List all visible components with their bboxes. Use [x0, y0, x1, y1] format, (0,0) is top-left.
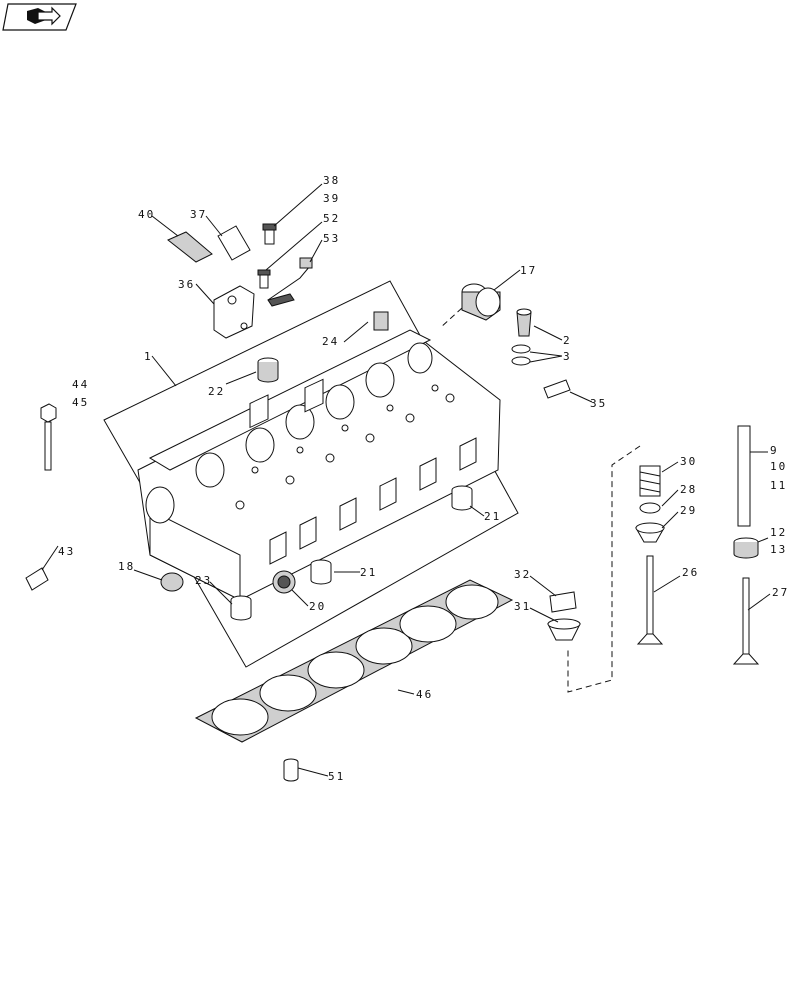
callout-28: 28 — [680, 483, 697, 496]
callout-10: 10 — [770, 460, 787, 473]
callout-13: 13 — [770, 543, 787, 556]
callout-1: 1 — [144, 350, 153, 363]
callout-37: 37 — [190, 208, 207, 221]
cylinder-head[interactable] — [137, 329, 501, 601]
valve-guide-9[interactable] — [737, 425, 751, 527]
callout-35: 35 — [590, 397, 607, 410]
head-gasket[interactable] — [194, 579, 514, 743]
screw-52[interactable] — [257, 269, 271, 289]
seal-31[interactable] — [547, 618, 581, 641]
callout-23: 23 — [195, 574, 212, 587]
callout-38: 38 — [323, 174, 340, 187]
dowel-51[interactable] — [283, 758, 299, 782]
callout-3: 3 — [563, 350, 572, 363]
callout-46: 46 — [416, 688, 433, 701]
callout-27: 27 — [772, 586, 789, 599]
sensor-53[interactable] — [267, 257, 313, 307]
book-arrow-icon — [27, 6, 61, 26]
sleeve-17[interactable] — [461, 283, 501, 321]
callout-18: 18 — [118, 560, 135, 573]
bushing-21b[interactable] — [310, 559, 332, 585]
housing-36[interactable] — [213, 285, 255, 339]
dowel-43[interactable] — [25, 567, 49, 591]
assembly-line-valve — [567, 445, 641, 693]
cap-32[interactable] — [549, 591, 577, 613]
callout-26: 26 — [682, 566, 699, 579]
callout-51: 51 — [328, 770, 345, 783]
callout-39: 39 — [323, 192, 340, 205]
callout-21b: 21 — [360, 566, 377, 579]
rotator-29[interactable] — [635, 522, 665, 543]
bushing-21a[interactable] — [451, 485, 473, 511]
o-rings-3[interactable] — [511, 344, 531, 366]
injector-sleeve-2[interactable] — [516, 308, 532, 337]
plug-35[interactable] — [543, 379, 571, 399]
bracket-40[interactable] — [167, 231, 213, 263]
cylinder-head-group-frame — [103, 280, 519, 668]
callout-36: 36 — [178, 278, 195, 291]
callout-40: 40 — [138, 208, 155, 221]
bracket-37[interactable] — [217, 225, 251, 261]
plug-20[interactable] — [272, 570, 296, 594]
callout-12: 12 — [770, 526, 787, 539]
callout-52: 52 — [323, 212, 340, 225]
retainer-28[interactable] — [639, 502, 661, 514]
callout-9: 9 — [770, 444, 779, 457]
valve-spring-30[interactable] — [639, 465, 661, 497]
bushing-23[interactable] — [230, 595, 252, 621]
insert-12[interactable] — [733, 537, 759, 559]
callout-2: 2 — [563, 334, 572, 347]
callout-45: 45 — [72, 396, 89, 409]
callout-24: 24 — [322, 335, 339, 348]
callout-31: 31 — [514, 600, 531, 613]
callout-11: 11 — [770, 479, 787, 492]
plug-18[interactable] — [160, 572, 184, 592]
bolt-44[interactable] — [40, 403, 57, 471]
leader-lines — [41, 183, 771, 777]
callout-29: 29 — [680, 504, 697, 517]
screw-38[interactable] — [262, 223, 277, 245]
callout-44: 44 — [72, 378, 89, 391]
callout-22: 22 — [208, 385, 225, 398]
sleeve-24[interactable] — [373, 311, 389, 331]
callout-17: 17 — [520, 264, 537, 277]
bushing-22[interactable] — [257, 357, 279, 383]
assembly-line-sleeve — [439, 307, 463, 329]
callout-53: 53 — [323, 232, 340, 245]
callout-32: 32 — [514, 568, 531, 581]
valve-26[interactable] — [636, 555, 664, 645]
callout-30: 30 — [680, 455, 697, 468]
callout-43: 43 — [58, 545, 75, 558]
callout-21a: 21 — [484, 510, 501, 523]
valve-27[interactable] — [732, 577, 760, 665]
nav-badge[interactable] — [2, 3, 77, 31]
callout-20: 20 — [309, 600, 326, 613]
